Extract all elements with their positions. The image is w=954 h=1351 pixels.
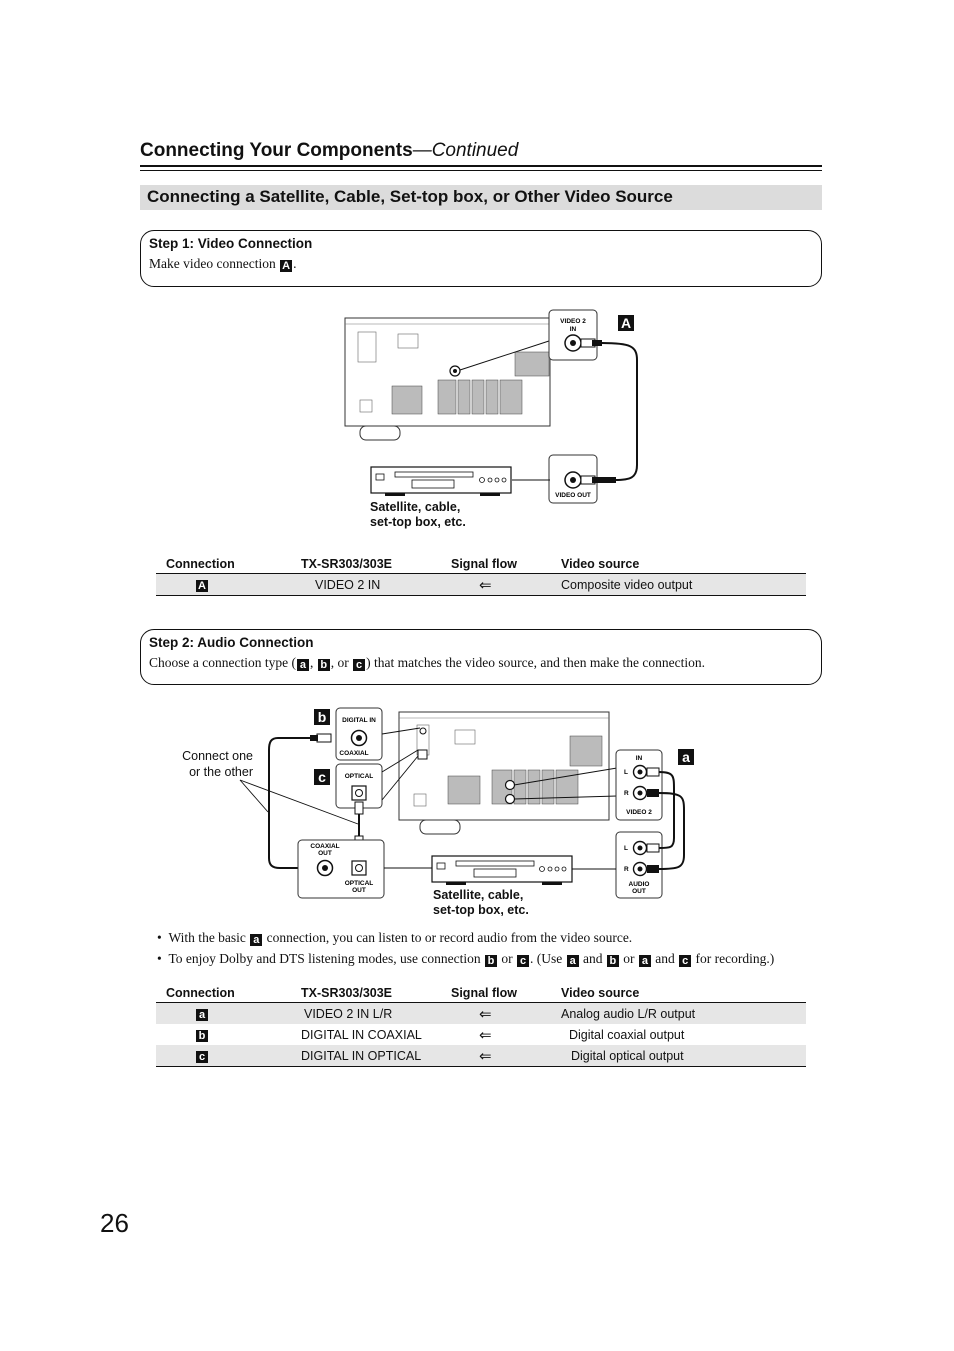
table-row: A VIDEO 2 IN ⇐ Composite video output bbox=[156, 573, 806, 596]
page-number: 26 bbox=[100, 1208, 129, 1238]
col-video-source: Video source bbox=[561, 986, 640, 1000]
step2-box bbox=[140, 629, 822, 685]
audio-out-l-label: L bbox=[624, 845, 628, 852]
digital-in-label: DIGITAL IN bbox=[342, 717, 376, 724]
coaxial-label: COAXIAL bbox=[339, 750, 368, 757]
video2-in-label-2: IN bbox=[570, 326, 577, 333]
callout-a: a bbox=[678, 749, 694, 765]
col-signal-flow: Signal flow bbox=[451, 557, 517, 571]
audio-out-label-2: OUT bbox=[632, 888, 646, 895]
coaxial-out-label-1: COAXIAL bbox=[310, 843, 339, 850]
r-label: R bbox=[624, 790, 629, 797]
badge-a: a bbox=[638, 955, 651, 967]
signal-flow-arrow-icon: ⇐ bbox=[479, 1026, 492, 1044]
audio-out-r-label: R bbox=[624, 866, 629, 873]
step1-text: Make video connection A. bbox=[149, 256, 297, 272]
video-connection-table: Connection TX-SR303/303E Signal flow Vid… bbox=[156, 555, 806, 596]
receiver-rear-panel bbox=[398, 711, 610, 835]
callout-A: A bbox=[618, 315, 634, 331]
diagram1-device-caption: Satellite, cable, set-top box, etc. bbox=[370, 500, 466, 529]
badge-c: c bbox=[517, 955, 529, 967]
table-row: a VIDEO 2 IN L/R ⇐ Analog audio L/R outp… bbox=[156, 1002, 806, 1024]
audio-connection-table: Connection TX-SR303/303E Signal flow Vid… bbox=[156, 984, 806, 1067]
optical-out-jack-icon bbox=[351, 860, 367, 876]
audio-connection-diagram: DIGITAL IN COAXIAL OPTICAL COAXIAL OUT O… bbox=[239, 707, 685, 899]
satellite-box-icon bbox=[431, 855, 573, 885]
connect-one-note: Connect one or the other bbox=[182, 749, 253, 779]
signal-flow-arrow-icon: ⇐ bbox=[451, 573, 561, 596]
step2-title: Step 2: Audio Connection bbox=[149, 635, 314, 650]
col-connection: Connection bbox=[166, 557, 235, 571]
badge-b: b bbox=[317, 659, 330, 671]
video-connection-diagram: VIDEO 2 IN VIDEO OUT bbox=[344, 309, 638, 504]
in-label: IN bbox=[636, 755, 643, 762]
video-out-label: VIDEO OUT bbox=[555, 492, 591, 499]
badge-b: b bbox=[606, 955, 619, 967]
section-title-bar: Connecting a Satellite, Cable, Set-top b… bbox=[140, 185, 822, 210]
badge-a: a bbox=[196, 1009, 208, 1021]
coaxial-out-label-2: OUT bbox=[318, 850, 332, 857]
video2-label: VIDEO 2 bbox=[626, 809, 652, 816]
badge-a: a bbox=[296, 659, 309, 671]
header-rule-thin bbox=[140, 170, 822, 171]
page-header: Connecting Your Components—Continued bbox=[140, 140, 518, 162]
optical-label: OPTICAL bbox=[345, 773, 374, 780]
badge-A: A bbox=[280, 260, 293, 272]
col-model: TX-SR303/303E bbox=[301, 557, 393, 571]
signal-flow-arrow-icon: ⇐ bbox=[451, 1002, 561, 1024]
step2-text: Choose a connection type (a, b, or c) th… bbox=[149, 655, 705, 671]
bullet-2: • To enjoy Dolby and DTS listening modes… bbox=[157, 951, 775, 967]
receiver-rear-panel bbox=[344, 317, 551, 441]
badge-b: b bbox=[485, 955, 497, 967]
optical-in-jack-icon bbox=[351, 785, 367, 801]
col-signal-flow: Signal flow bbox=[451, 986, 517, 1000]
header-rule-thick bbox=[140, 165, 822, 167]
header-continued: —Continued bbox=[412, 140, 519, 161]
step1-box bbox=[140, 230, 822, 287]
satellite-box-icon bbox=[370, 466, 512, 496]
badge-A: A bbox=[196, 580, 208, 592]
signal-flow-arrow-icon: ⇐ bbox=[451, 1045, 561, 1067]
badge-c: c bbox=[353, 659, 366, 671]
col-video-source: Video source bbox=[561, 557, 640, 571]
bullet-1: • With the basic a connection, you can l… bbox=[157, 930, 633, 946]
callout-b: b bbox=[314, 709, 330, 725]
l-label: L bbox=[624, 769, 628, 776]
optical-out-label-2: OUT bbox=[352, 887, 366, 894]
device-digital-out-callout bbox=[297, 839, 385, 899]
video2-in-label-1: VIDEO 2 bbox=[560, 318, 586, 325]
optical-out-label-1: OPTICAL bbox=[345, 880, 374, 887]
col-model: TX-SR303/303E bbox=[301, 986, 393, 1000]
table-row: c DIGITAL IN OPTICAL ⇐ Digital optical o… bbox=[156, 1045, 806, 1067]
badge-a: a bbox=[250, 934, 263, 946]
step1-title: Step 1: Video Connection bbox=[149, 236, 313, 251]
badge-b: b bbox=[196, 1030, 208, 1042]
diagram2-device-caption: Satellite, cable, set-top box, etc. bbox=[433, 888, 529, 917]
section-title: Connecting a Satellite, Cable, Set-top b… bbox=[147, 187, 673, 206]
audio-out-label-1: AUDIO bbox=[629, 881, 650, 888]
badge-c: c bbox=[679, 955, 692, 967]
header-title: Connecting Your Components bbox=[140, 140, 413, 161]
badge-a: a bbox=[566, 955, 579, 967]
col-connection: Connection bbox=[166, 986, 235, 1000]
badge-c: c bbox=[196, 1051, 208, 1063]
table-row: b DIGITAL IN COAXIAL ⇐ Digital coaxial o… bbox=[156, 1024, 806, 1045]
callout-c: c bbox=[314, 769, 330, 785]
